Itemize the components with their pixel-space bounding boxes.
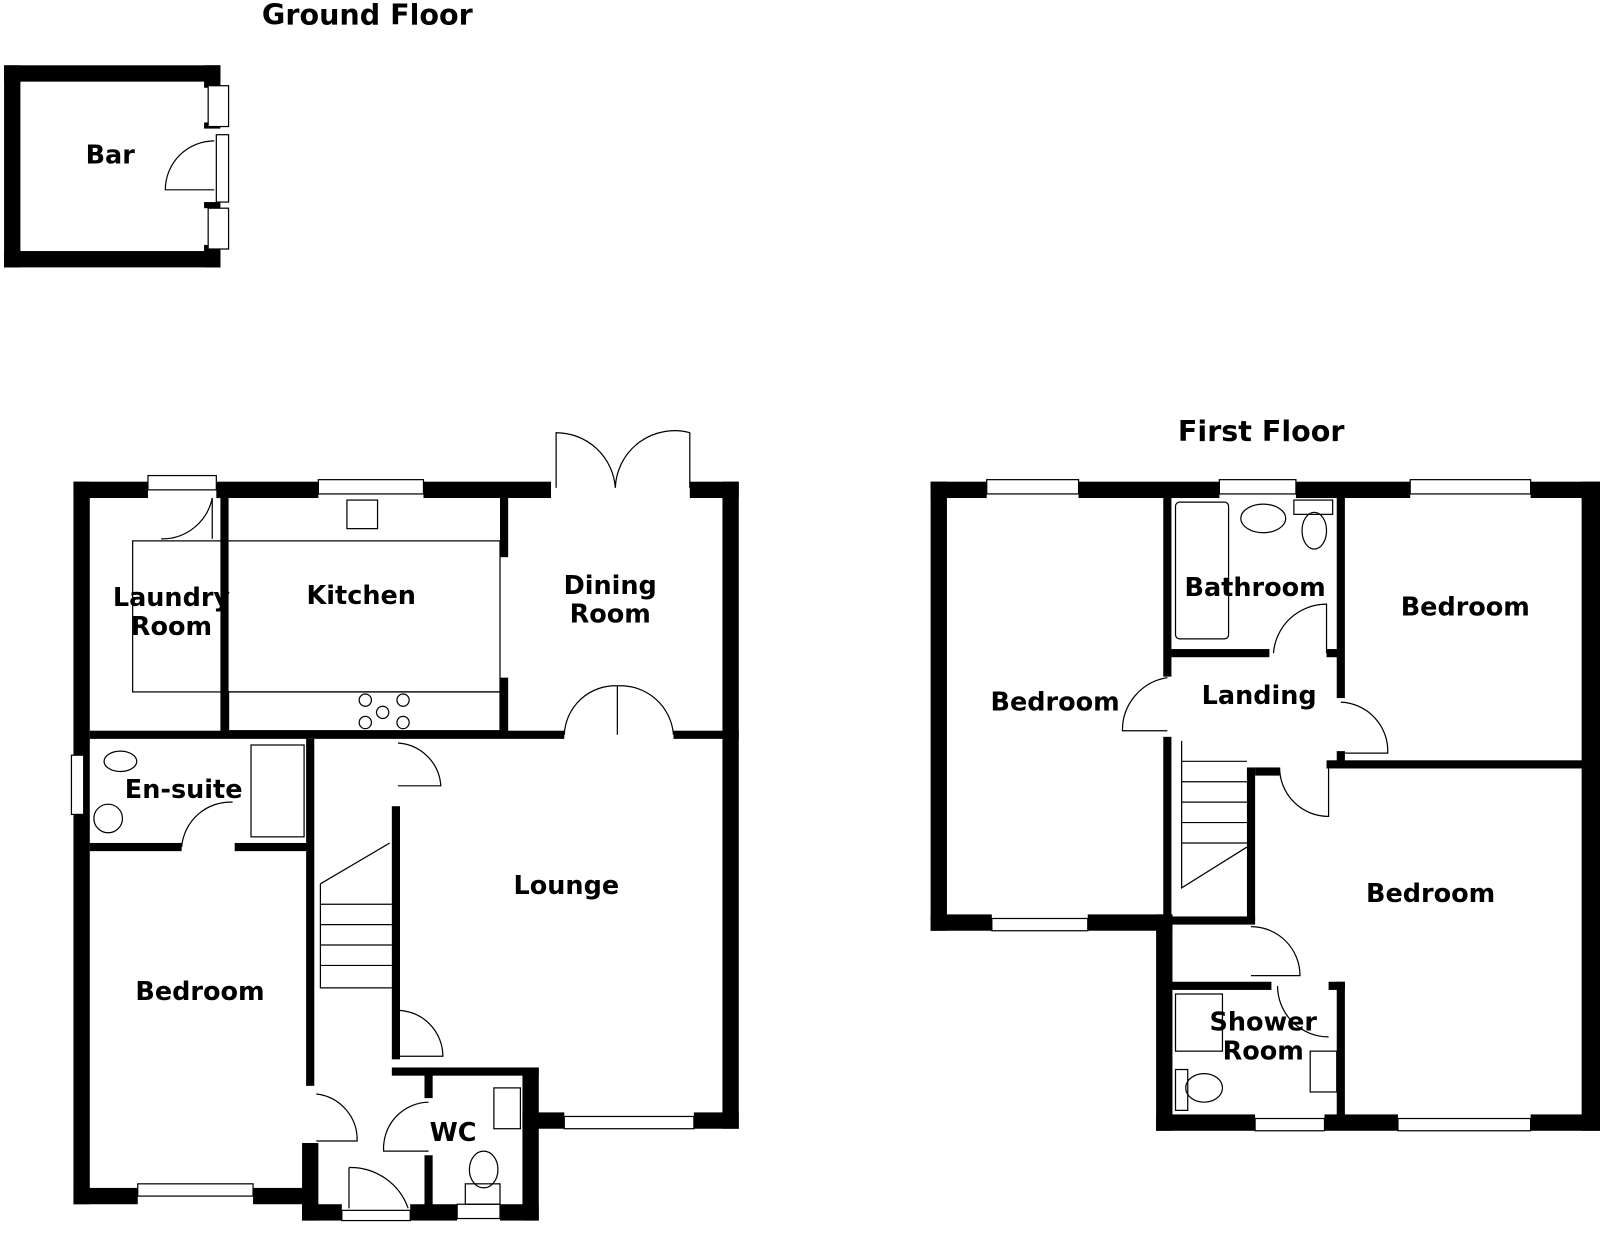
window — [991, 917, 1089, 932]
door — [1121, 677, 1168, 732]
room-label-lounge: Lounge — [514, 871, 620, 901]
room-label-ensuite: En-suite — [125, 775, 243, 805]
staircase — [319, 842, 392, 989]
door — [316, 1093, 358, 1142]
first-floor-walls — [930, 479, 1600, 1132]
staircase — [1181, 740, 1248, 889]
door — [1278, 767, 1330, 818]
room-label-laundry-2: Room — [131, 612, 212, 642]
room-label-bedroom-bottom-right: Bedroom — [1366, 879, 1495, 909]
bath — [1174, 501, 1230, 640]
first-floor-title: First Floor — [1178, 414, 1345, 448]
front-door — [348, 1166, 409, 1209]
bar-outbuilding — [4, 65, 230, 268]
door — [181, 801, 233, 848]
room-label-bedroom-top-right: Bedroom — [1401, 592, 1530, 622]
door — [1272, 603, 1328, 654]
shower-tray — [250, 744, 305, 838]
door — [397, 742, 442, 787]
french-doors — [563, 685, 675, 735]
ground-floor-walls — [70, 430, 739, 1222]
window — [1254, 1117, 1326, 1132]
door — [1340, 701, 1389, 754]
room-label-bedroom: Bedroom — [135, 977, 264, 1007]
window — [317, 479, 425, 495]
window — [207, 207, 230, 250]
window — [1218, 479, 1297, 495]
door — [383, 1101, 429, 1152]
door — [164, 140, 215, 191]
room-label-shower: Shower — [1210, 1008, 1318, 1038]
room-label-bedroom-left: Bedroom — [991, 687, 1120, 717]
window — [563, 1115, 695, 1130]
room-label-bathroom: Bathroom — [1185, 573, 1326, 603]
door — [1276, 985, 1329, 1038]
room-label-bar: Bar — [86, 140, 136, 170]
window — [70, 754, 85, 816]
room-label-shower-2: Room — [1223, 1036, 1304, 1066]
window — [986, 479, 1080, 495]
room-label-laundry: Laundry — [113, 583, 231, 613]
window — [456, 1203, 501, 1220]
room-label-wc: WC — [430, 1118, 477, 1148]
room-label-landing: Landing — [1202, 681, 1317, 711]
room-label-dining: Dining — [564, 571, 657, 601]
french-doors — [555, 430, 691, 488]
window — [1409, 479, 1532, 495]
window — [207, 85, 230, 128]
window — [137, 1183, 254, 1197]
window — [1397, 1117, 1532, 1132]
room-label-dining-2: Room — [570, 600, 651, 630]
door — [161, 497, 213, 540]
ground-floor-title: Ground Floor — [262, 0, 473, 31]
door — [1251, 926, 1301, 977]
room-label-kitchen: Kitchen — [307, 581, 416, 611]
door — [397, 1009, 444, 1057]
